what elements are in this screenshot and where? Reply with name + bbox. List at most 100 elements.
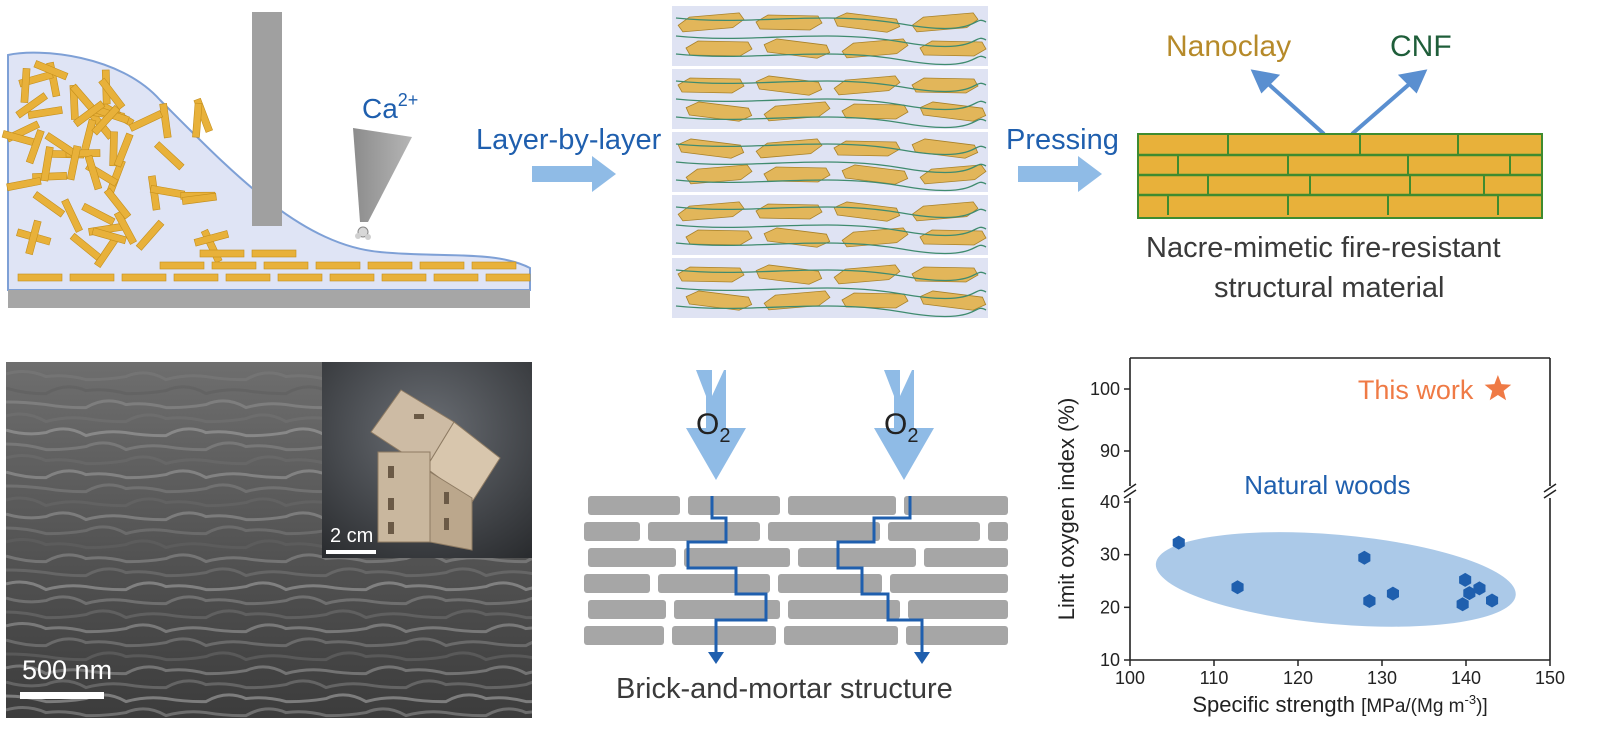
clay-platelet xyxy=(911,266,979,283)
nanoclay-platelet xyxy=(192,102,203,138)
o2-symbol-left: O xyxy=(696,408,720,441)
wood-data-point xyxy=(1459,572,1472,587)
gray-brick xyxy=(890,574,1008,593)
nanoclay-platelet xyxy=(381,273,427,282)
brick-mortar-diagram xyxy=(584,370,1008,664)
nanoclay-platelet xyxy=(33,60,69,81)
clay-platelet xyxy=(833,201,901,222)
clay-platelet xyxy=(763,290,831,311)
this-work-star-point xyxy=(1484,375,1512,401)
layer-stack xyxy=(672,6,988,318)
spray-nozzle-icon xyxy=(353,128,412,222)
nanoclay-platelet xyxy=(485,273,531,282)
gray-brick xyxy=(788,496,896,515)
wood-data-point xyxy=(1456,597,1469,612)
nanoclay-platelet xyxy=(109,131,118,167)
nanoclay-platelet xyxy=(15,92,48,119)
y-tick-label: 20 xyxy=(1100,597,1120,617)
sem-micrograph xyxy=(6,362,532,718)
clay-platelet xyxy=(841,292,909,309)
nanoclay-platelet xyxy=(193,230,230,247)
nanoclay-platelet xyxy=(128,110,164,132)
nanoclay-platelet xyxy=(69,273,115,282)
nanoclay-platelet xyxy=(91,227,127,245)
nanoclay-platelet xyxy=(84,154,103,191)
gray-brick xyxy=(684,548,790,567)
clay-platelet xyxy=(763,101,831,122)
calcium-ion-label: Ca xyxy=(362,93,398,124)
clay-platelet xyxy=(755,203,823,220)
nanoclay-platelet xyxy=(154,141,185,171)
clay-platelet xyxy=(919,40,987,57)
clay-platelet xyxy=(841,38,909,59)
x-tick-label: 100 xyxy=(1115,668,1145,688)
cnf-label: CNF xyxy=(1390,30,1452,63)
gray-brick xyxy=(672,626,776,645)
gray-brick xyxy=(584,574,650,593)
x-tick-label: 150 xyxy=(1535,668,1565,688)
gray-brick xyxy=(788,600,900,619)
cnf-fiber xyxy=(675,305,987,318)
cnf-fiber xyxy=(675,143,987,156)
clay-platelet xyxy=(685,40,753,57)
y-tick-label: 10 xyxy=(1100,650,1120,670)
nanoclay-platelet xyxy=(419,261,465,270)
gray-brick xyxy=(588,496,680,515)
nanoclay-platelet xyxy=(25,219,42,256)
cnf-fiber xyxy=(675,224,987,237)
cnf-fiber xyxy=(675,98,987,111)
nanoclay-platelet xyxy=(263,261,309,270)
clay-platelet xyxy=(833,75,901,96)
nanoclay-platelet xyxy=(181,192,217,205)
y-axis-label: Limit oxygen index (%) xyxy=(1054,398,1079,621)
house-model-icon xyxy=(370,389,501,551)
clay-platelet xyxy=(763,227,831,248)
clay-platelet xyxy=(677,138,745,159)
wood-data-point xyxy=(1363,594,1376,608)
oxygen-path-right xyxy=(836,496,924,654)
nanoclay-platelet xyxy=(121,273,167,282)
pressing-arrow xyxy=(1018,156,1102,192)
o2-subscript-right: 2 xyxy=(907,425,919,447)
natural-woods-region xyxy=(1155,532,1516,627)
cnf-fiber xyxy=(675,53,987,66)
nanoclay-platelet xyxy=(61,198,83,233)
clay-platelet xyxy=(833,12,901,33)
cnf-fiber xyxy=(675,287,987,300)
nanoclay-platelet xyxy=(17,273,63,282)
svg-text:Ca2+: Ca2+ xyxy=(362,90,418,124)
gray-brick xyxy=(798,548,916,567)
material-caption-line2: structural material xyxy=(1214,272,1445,304)
clay-platelet xyxy=(833,264,901,285)
nanoclay-platelet xyxy=(32,191,66,218)
gray-brick xyxy=(674,600,780,619)
o2-subscript-left: 2 xyxy=(719,425,731,447)
cnf-fiber xyxy=(675,269,987,282)
clay-platelet xyxy=(841,103,909,120)
nanoclay-platelet xyxy=(98,77,126,110)
oxygen-label-right: O2 xyxy=(884,408,918,448)
casting-blade xyxy=(252,12,282,226)
nanoclay-platelet xyxy=(91,104,121,136)
gray-brick xyxy=(924,548,1008,567)
nanoclay-label: Nanoclay xyxy=(1166,30,1292,63)
nanoclay-platelet xyxy=(6,177,42,192)
substrate xyxy=(8,290,530,308)
cnf-fiber xyxy=(675,179,987,192)
gray-brick xyxy=(888,522,980,541)
clay-platelet xyxy=(763,38,831,59)
clay-platelet xyxy=(841,164,909,185)
gray-brick xyxy=(906,626,1008,645)
wood-data-point xyxy=(1358,550,1371,565)
nanoclay-platelet xyxy=(113,132,134,168)
wood-data-point xyxy=(1172,535,1185,550)
wood-data-point xyxy=(1386,586,1399,601)
cnf-fiber xyxy=(675,80,987,93)
inset-scalebar: 2 cm xyxy=(330,525,374,547)
x-tick-label: 140 xyxy=(1451,668,1481,688)
clay-platelet xyxy=(919,290,987,311)
nanoclay-platelet xyxy=(135,219,165,251)
gray-brick xyxy=(584,626,664,645)
cnf-fiber xyxy=(675,206,987,219)
